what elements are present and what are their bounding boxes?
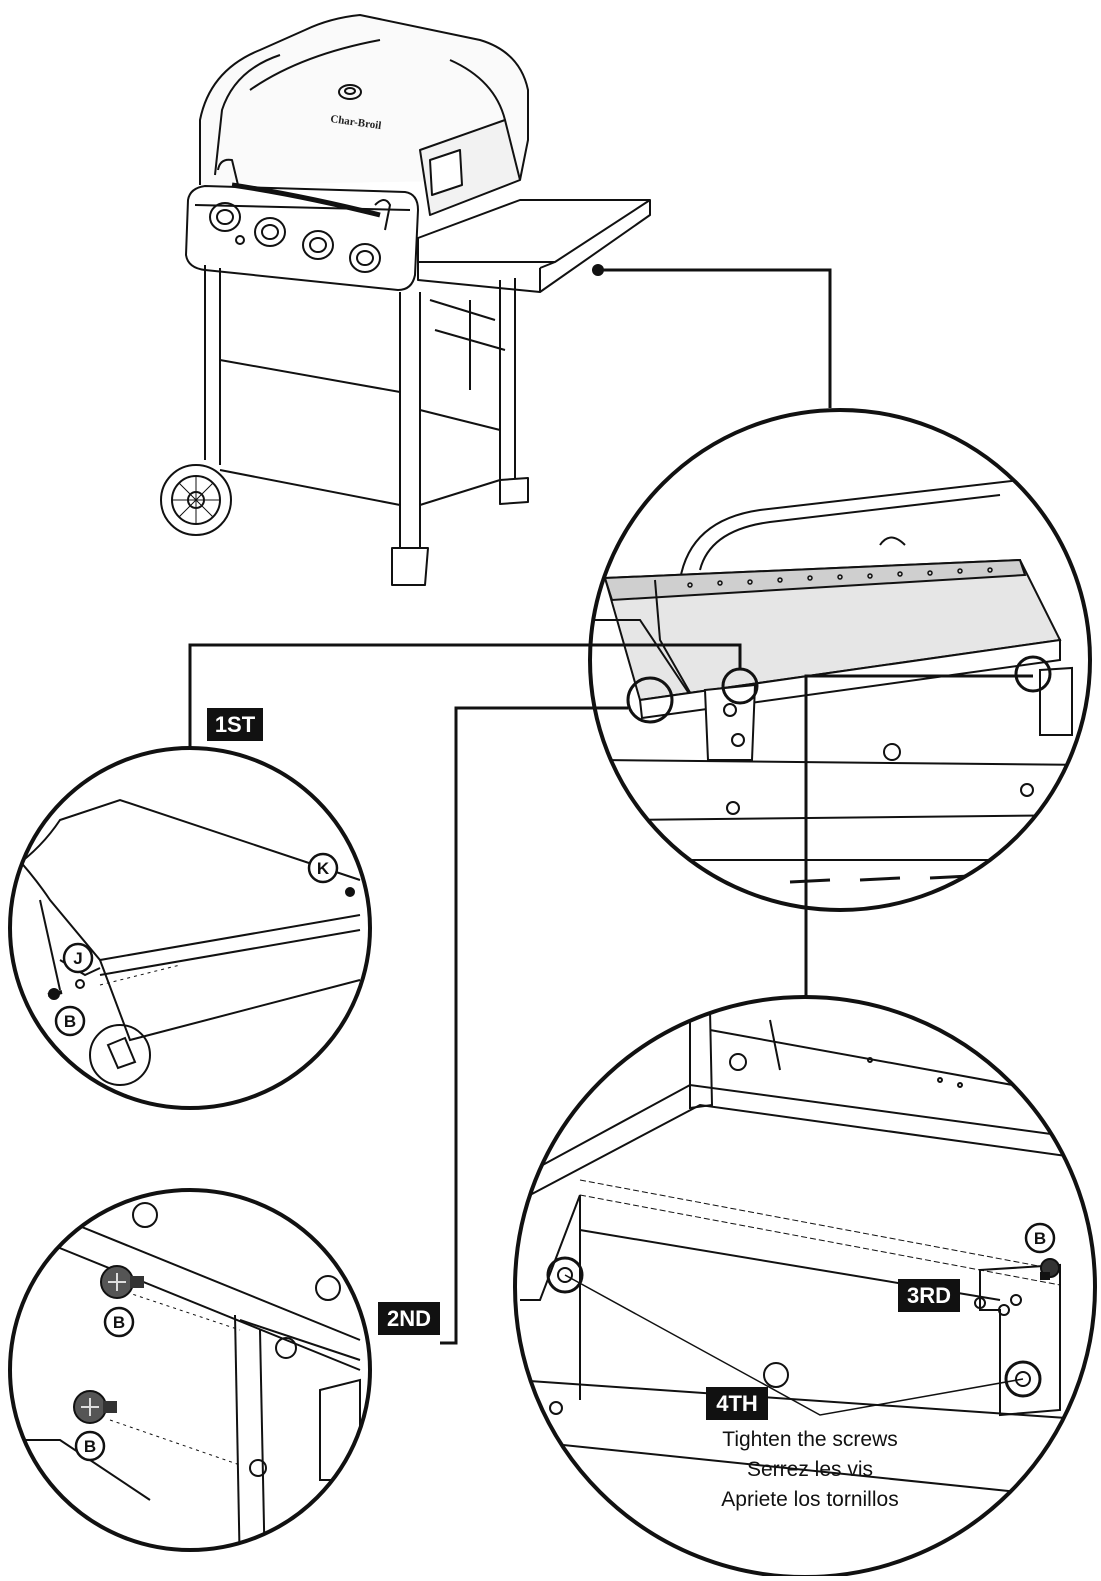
part-label-j: J: [62, 942, 94, 974]
line-to-step-3-4: [804, 674, 1033, 997]
line-to-step-1: [188, 643, 742, 748]
line-to-step-2: [440, 706, 628, 1345]
wheel: [160, 464, 232, 536]
part-label-k: K: [307, 852, 339, 884]
callout-line-main: [598, 268, 832, 408]
screw-b-lower: [73, 1390, 117, 1424]
screw-b-upper: [100, 1265, 144, 1299]
step-label-4th: 4TH: [706, 1387, 768, 1420]
instruction-text: Tighten the screws Serrez les vis Apriet…: [721, 1428, 898, 1511]
svg-text:K: K: [317, 859, 330, 878]
instruction-english: Tighten the screws: [722, 1428, 897, 1451]
svg-text:3RD: 3RD: [907, 1283, 951, 1308]
svg-text:4TH: 4TH: [716, 1391, 758, 1416]
callout-lines: [188, 643, 1033, 1345]
step-label-1st: 1ST: [207, 708, 263, 741]
screw-b-step3: [1040, 1258, 1060, 1280]
part-label-b-step2-upper: B: [103, 1306, 135, 1338]
instruction-french: Serrez les vis: [747, 1458, 873, 1481]
grill-overview: Char-Broil: [160, 14, 651, 586]
part-label-b-step3: B: [1024, 1222, 1056, 1254]
svg-text:B: B: [84, 1437, 96, 1456]
svg-text:2ND: 2ND: [387, 1306, 431, 1331]
part-label-b-step1: B: [54, 1005, 86, 1037]
part-label-b-step2-lower: B: [74, 1430, 106, 1462]
detail-step-1: K J B: [8, 746, 372, 1110]
detail-step-2: B B: [8, 1188, 372, 1552]
step-label-3rd: 3RD: [898, 1279, 960, 1312]
step-label-2nd: 2ND: [378, 1302, 440, 1335]
instruction-spanish: Apriete los tornillos: [721, 1488, 898, 1511]
svg-text:1ST: 1ST: [215, 712, 256, 737]
svg-text:B: B: [113, 1313, 125, 1332]
detail-shelf-attachment: [588, 408, 1092, 912]
svg-text:B: B: [1034, 1229, 1046, 1248]
detail-step-3-4: B: [513, 995, 1097, 1579]
svg-text:J: J: [73, 949, 82, 968]
control-knobs: [209, 202, 381, 273]
svg-text:B: B: [64, 1012, 76, 1031]
